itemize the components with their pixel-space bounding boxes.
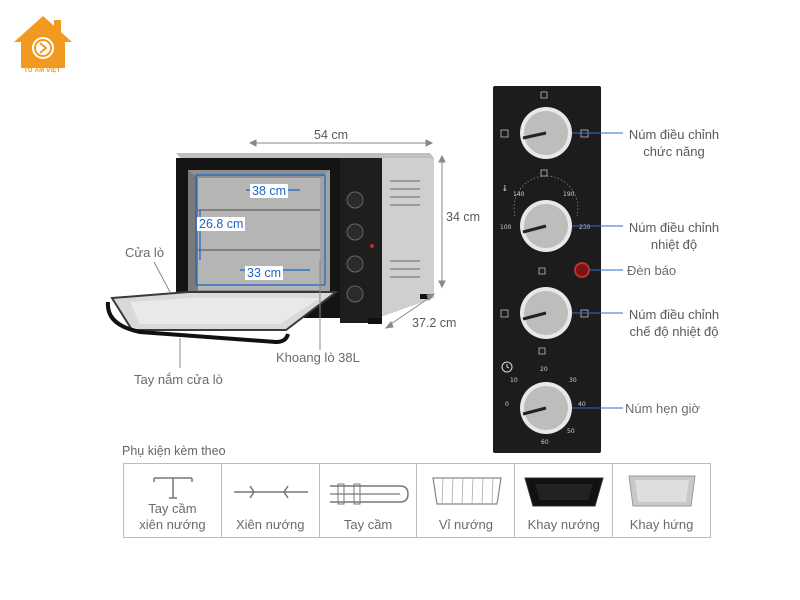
inner-height-dimension: 26.8 cm: [197, 217, 246, 231]
mode-knob: [520, 287, 572, 339]
chamber-callout: Khoang lò 38L: [276, 350, 360, 365]
house-logo-icon: [14, 16, 72, 68]
svg-text:140: 140: [513, 191, 525, 198]
drip-tray-icon: [628, 475, 696, 507]
skewer-handle-icon: [153, 477, 193, 499]
svg-text:100: 100: [500, 224, 512, 231]
brand-logo: TỔ ẤM VIỆT: [10, 12, 76, 78]
function-knob: [520, 107, 572, 159]
temperature-knob-label: Núm điều chỉnh nhiệt độ: [628, 220, 720, 252]
function-knob-label: Núm điều chỉnh chức năng: [628, 127, 720, 159]
indicator-label: Đèn báo: [627, 263, 677, 278]
svg-text:30: 30: [569, 377, 577, 384]
baking-tray-icon: [524, 477, 604, 507]
temperature-knob: [520, 200, 572, 252]
timer-knob: [520, 382, 572, 434]
wire-rack-icon: [432, 477, 503, 505]
tray-handle-icon: [329, 483, 409, 505]
logo-text: TỔ ẤM VIỆT: [24, 68, 61, 74]
accessory-drip-tray: Khay hứng: [613, 464, 710, 537]
mode-knob-label: Núm điều chỉnh chế độ nhiệt độ: [628, 307, 720, 339]
depth-dimension: 37.2 cm: [412, 316, 457, 330]
svg-text:🌡: 🌡: [501, 184, 509, 192]
skewer-icon: [233, 485, 308, 499]
svg-text:0: 0: [505, 401, 509, 408]
timer-knob-label: Núm hẹn giờ: [625, 401, 701, 416]
height-dimension: 34 cm: [446, 210, 481, 224]
door-callout: Cửa lò: [125, 245, 165, 260]
inner-depth-dimension: 33 cm: [245, 266, 284, 280]
accessories-table: Tay cầm xiên nướng Xiên nướng Tay cầm: [123, 463, 711, 538]
svg-text:190: 190: [563, 191, 575, 198]
svg-text:40: 40: [578, 401, 586, 408]
accessory-wire-rack: Vỉ nướng: [417, 464, 516, 537]
inner-width-dimension: 38 cm: [250, 184, 289, 198]
control-panel-knobs: 100 140 190 230 🌡 10 20 30 40 50 60 0: [500, 91, 591, 446]
svg-text:10: 10: [510, 377, 518, 384]
accessory-handle: Tay cầm: [320, 464, 418, 537]
accessory-skewer-handle: Tay cầm xiên nướng: [124, 464, 222, 537]
accessory-skewer: Xiên nướng: [222, 464, 320, 537]
door-handle-callout: Tay nắm cửa lò: [134, 372, 223, 387]
svg-text:20: 20: [540, 366, 548, 373]
accessory-baking-tray: Khay nướng: [515, 464, 614, 537]
svg-text:230: 230: [579, 224, 591, 231]
indicator-light: [574, 262, 590, 278]
accessories-title: Phụ kiện kèm theo: [122, 444, 226, 458]
oven-illustration: [105, 153, 434, 345]
svg-text:60: 60: [541, 439, 549, 446]
svg-text:50: 50: [567, 428, 575, 435]
width-dimension: 54 cm: [314, 128, 349, 142]
